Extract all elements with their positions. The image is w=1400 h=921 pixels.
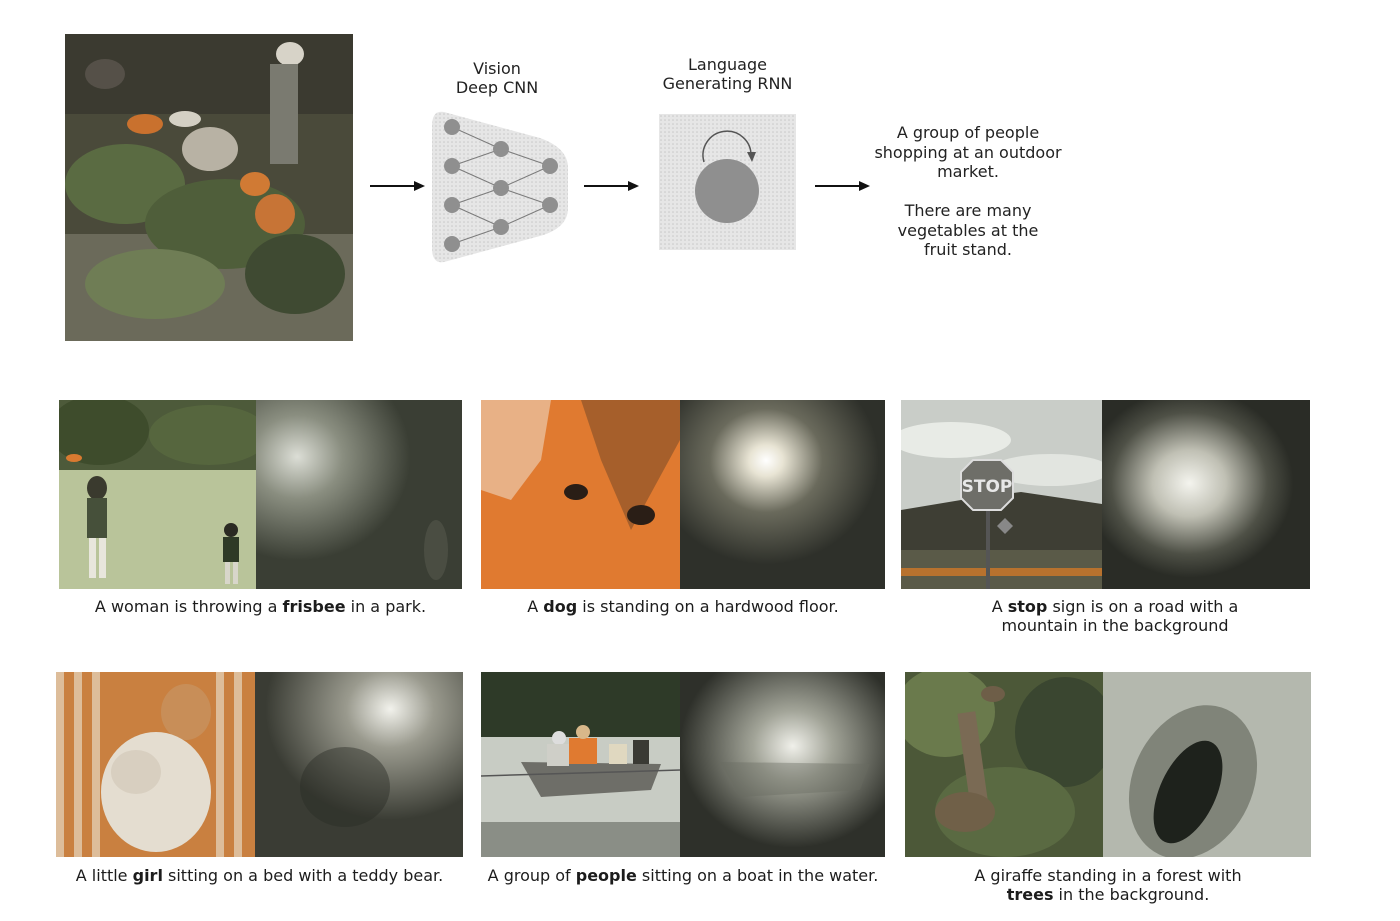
generated-caption-1: A group of people shopping at an outdoor…: [868, 123, 1068, 182]
caption-text: A: [527, 597, 544, 616]
market-input-photo: [65, 34, 353, 341]
example-caption: A dog is standing on a hardwood floor.: [481, 597, 885, 616]
caption-text: mountain in the background: [1001, 616, 1229, 635]
caption-text: in the background.: [1053, 885, 1210, 904]
caption-text: A woman is throwing a: [94, 597, 283, 616]
generated-caption-line: vegetables at the: [897, 220, 1039, 240]
caption-keyword: trees: [1006, 885, 1054, 904]
stop-sign-photo: STOP: [901, 400, 1102, 589]
generated-caption-line: fruit stand.: [924, 240, 1012, 259]
cnn-label-line1: Vision: [473, 59, 521, 78]
stop-sign-text: STOP: [962, 477, 1013, 497]
generated-caption-line: market.: [937, 162, 999, 181]
frisbee-photo: [59, 400, 256, 589]
giraffe-attention-map: [1103, 672, 1311, 857]
cnn-label-line2: Deep CNN: [455, 78, 539, 97]
arrow-right-icon: [584, 178, 640, 194]
caption-keyword: girl: [132, 866, 163, 885]
caption-text: sitting on a boat in the water.: [636, 866, 879, 885]
cnn-label: Vision Deep CNN: [437, 59, 557, 97]
generated-caption-line: There are many: [904, 201, 1032, 220]
example-caption: A giraffe standing in a forest with tree…: [905, 866, 1311, 904]
stop-sign-attention-map: [1102, 400, 1310, 589]
dog-attention-map: [680, 400, 885, 589]
caption-keyword: stop: [1007, 597, 1048, 616]
arrow-right-icon: [370, 178, 426, 194]
caption-text: A group of: [487, 866, 576, 885]
cnn-diagram: [430, 108, 572, 266]
rnn-label-line2: Generating RNN: [662, 74, 793, 93]
arrow-right-icon: [815, 178, 871, 194]
caption-keyword: dog: [543, 597, 578, 616]
rnn-label-line1: Language: [688, 55, 767, 74]
rnn-label: Language Generating RNN: [655, 55, 800, 93]
caption-text: is standing on a hardwood floor.: [577, 597, 839, 616]
example-caption: A woman is throwing a frisbee in a park.: [59, 597, 462, 616]
caption-text: A little: [75, 866, 133, 885]
boat-attention-map: [680, 672, 885, 857]
caption-text: in a park.: [345, 597, 427, 616]
caption-text: sitting on a bed with a teddy bear.: [162, 866, 444, 885]
boat-photo: [481, 672, 680, 857]
generated-caption-line: shopping at an outdoor: [874, 142, 1062, 162]
generated-caption-2: There are many vegetables at the fruit s…: [868, 201, 1068, 260]
example-caption: A group of people sitting on a boat in t…: [481, 866, 885, 885]
dog-photo: [481, 400, 680, 589]
rnn-diagram: [659, 114, 796, 250]
caption-keyword: people: [575, 866, 637, 885]
caption-text: A: [991, 597, 1008, 616]
generated-caption-line: A group of people: [896, 123, 1040, 142]
caption-text: A giraffe standing in a forest with: [974, 866, 1242, 885]
caption-keyword: frisbee: [282, 597, 346, 616]
caption-text: sign is on a road with a: [1047, 597, 1239, 616]
example-caption: A stop sign is on a road with a mountain…: [901, 597, 1329, 635]
frisbee-attention-map: [256, 400, 462, 589]
example-caption: A little girl sitting on a bed with a te…: [56, 866, 463, 885]
giraffe-photo: [905, 672, 1103, 857]
girl-photo: [56, 672, 255, 857]
girl-attention-map: [255, 672, 463, 857]
